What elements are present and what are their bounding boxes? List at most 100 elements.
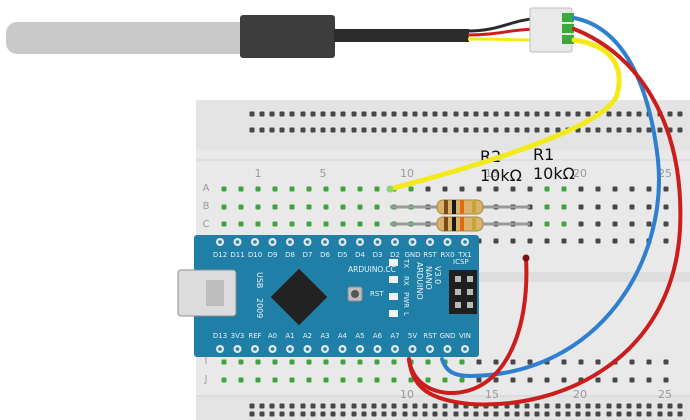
board-top-pin-label: RX0	[440, 251, 454, 259]
led-rx-label: RX	[402, 276, 410, 286]
breadboard-hole	[578, 221, 584, 227]
breadboard-hole-connected	[357, 377, 363, 383]
board-pin-top-hole	[305, 240, 310, 244]
breadboard-hole	[626, 111, 632, 117]
breadboard-hole	[340, 127, 346, 133]
arduino-cc-label: ARDUINO.CC	[348, 265, 396, 274]
reset-button-cap[interactable]	[351, 290, 359, 298]
breadboard-hole	[493, 127, 499, 133]
breadboard-hole-connected	[374, 186, 380, 192]
breadboard-hole	[442, 411, 448, 417]
breadboard-hole	[504, 111, 510, 117]
breadboard-hole	[249, 127, 255, 133]
breadboard-hole	[289, 411, 295, 417]
breadboard-hole-connected	[255, 377, 261, 383]
breadboard-hole	[544, 111, 550, 117]
breadboard-hole	[612, 221, 618, 227]
breadboard-hole-connected	[238, 221, 244, 227]
breadboard-hole-connected	[272, 359, 278, 365]
breadboard-hole	[595, 204, 601, 210]
breadboard-hole	[510, 377, 516, 383]
board-bottom-pin-label: GND	[439, 332, 455, 340]
breadboard-hole	[595, 186, 601, 192]
breadboard-hole	[677, 403, 683, 409]
probe-steel-tube	[6, 22, 256, 54]
breadboard-hole	[646, 127, 652, 133]
breadboard-hole	[310, 127, 316, 133]
icsp-pin	[455, 302, 461, 308]
breadboard-hole	[269, 403, 275, 409]
breadboard-hole-connected	[272, 204, 278, 210]
connector-pin-3	[562, 35, 574, 44]
board-bottom-pin-label: A5	[355, 332, 364, 340]
breadboard-hole	[483, 111, 489, 117]
board-pin-top-hole	[340, 240, 345, 244]
breadboard-hole-connected	[391, 359, 397, 365]
breadboard-hole	[473, 127, 479, 133]
breadboard-hole	[493, 186, 499, 192]
board-top-pin-label: GND	[404, 251, 420, 259]
breadboard-hole-connected	[323, 204, 329, 210]
row-label-j: J	[204, 374, 208, 385]
model-line-1: ARDUINO	[415, 262, 424, 300]
breadboard-hole	[279, 403, 285, 409]
board-bottom-pin-label: A3	[320, 332, 329, 340]
breadboard-hole	[646, 221, 652, 227]
board-pin-bottom-hole	[463, 347, 467, 351]
breadboard-hole-connected	[357, 186, 363, 192]
column-number-top-5: 5	[320, 167, 327, 180]
usb-label: USB	[255, 272, 264, 288]
breadboard-hole	[493, 359, 499, 365]
icsp-pin	[455, 289, 461, 295]
breadboard-hole	[432, 403, 438, 409]
resistor-r1-band-2	[452, 217, 456, 231]
board-top-pin-label: D8	[285, 251, 295, 259]
breadboard-hole	[616, 111, 622, 117]
breadboard-hole	[289, 403, 295, 409]
breadboard-hole	[402, 111, 408, 117]
resistor-r2	[390, 199, 530, 215]
wire-red-short	[407, 256, 529, 396]
breadboard-hole	[524, 403, 530, 409]
breadboard-hole	[476, 186, 482, 192]
breadboard-hole	[534, 403, 540, 409]
breadboard-hole	[606, 403, 612, 409]
breadboard-hole-connected	[323, 186, 329, 192]
breadboard-hole-connected	[221, 186, 227, 192]
breadboard-hole	[422, 127, 428, 133]
breadboard-hole	[249, 403, 255, 409]
breadboard-hole-connected	[255, 186, 261, 192]
led-rx	[389, 276, 398, 283]
breadboard-hole-connected	[306, 377, 312, 383]
board-bottom-pin-label: A1	[285, 332, 294, 340]
breadboard-hole	[629, 204, 635, 210]
breadboard-hole-connected	[306, 204, 312, 210]
breadboard-hole	[575, 111, 581, 117]
breadboard-hole	[544, 127, 550, 133]
breadboard-hole	[510, 238, 516, 244]
breadboard-hole-connected	[255, 204, 261, 210]
probe-yellow-lead	[467, 37, 541, 42]
breadboard-hole-connected	[272, 377, 278, 383]
breadboard-hole	[402, 127, 408, 133]
breadboard-hole	[422, 111, 428, 117]
breadboard-hole	[269, 127, 275, 133]
led-pwr-label: PWR	[402, 292, 410, 308]
board-pin-top-hole	[270, 240, 275, 244]
breadboard-hole	[361, 127, 367, 133]
wire-blue	[440, 16, 661, 379]
breadboard-hole	[476, 359, 482, 365]
led-l	[389, 310, 398, 317]
board-pin-bottom-hole	[235, 347, 240, 351]
board-top-pin-label: RST	[423, 251, 437, 259]
breadboard-hole-connected	[408, 186, 414, 192]
breadboard-hole	[636, 111, 642, 117]
breadboard-hole	[504, 127, 510, 133]
breadboard-hole	[667, 411, 673, 417]
breadboard-hole-connected	[289, 377, 295, 383]
breadboard-hole	[636, 403, 642, 409]
breadboard-hole-connected	[357, 221, 363, 227]
board-top-pin-label: D2	[390, 251, 400, 259]
breadboard-hole	[585, 127, 591, 133]
